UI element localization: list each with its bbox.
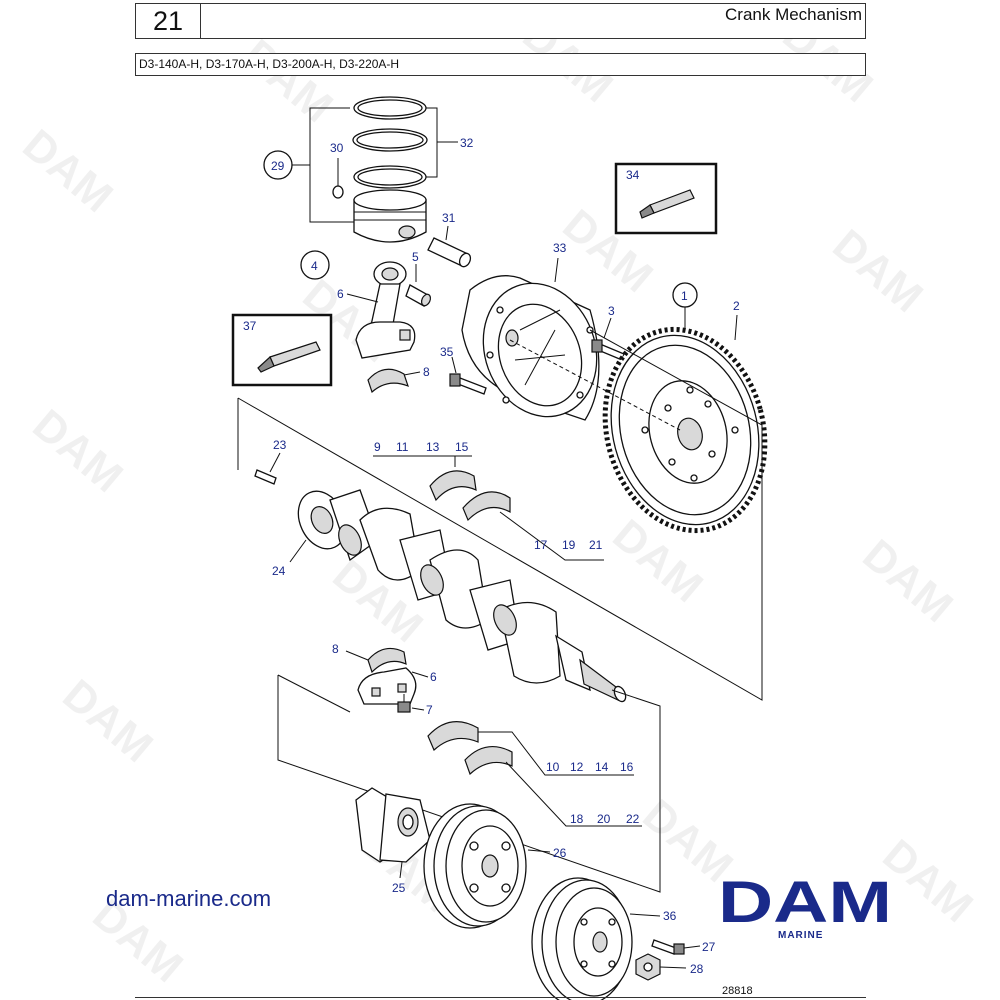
rod-cap-bolt	[397, 694, 411, 713]
callout-32: 32	[460, 136, 474, 150]
small-end-bush	[405, 284, 432, 307]
callout-circle-4	[300, 250, 330, 280]
crankshaft	[297, 489, 627, 703]
callout-8: 8	[423, 365, 430, 379]
dam-logo: DAM	[718, 872, 892, 930]
callout-6b: 6	[430, 670, 437, 684]
callout-21: 21	[589, 538, 603, 552]
callout-23: 23	[273, 438, 287, 452]
circlip	[332, 185, 344, 199]
main-bearing-shell-upper	[429, 470, 477, 502]
callout-34: 34	[626, 168, 640, 182]
callout-16: 16	[620, 760, 634, 774]
callout-22: 22	[626, 812, 640, 826]
vibration-damper	[531, 877, 633, 1000]
callout-3: 3	[608, 304, 615, 318]
crank-frame-outline	[237, 329, 763, 701]
callout-25: 25	[392, 881, 406, 895]
callout-10: 10	[546, 760, 560, 774]
callout-31: 31	[442, 211, 456, 225]
callout-1: 1	[681, 289, 688, 303]
callout-13: 13	[426, 440, 440, 454]
callout-5: 5	[412, 250, 419, 264]
damper-bolt	[651, 939, 685, 955]
flywheel-housing	[461, 275, 600, 421]
header-divider	[200, 4, 201, 38]
callout-6: 6	[337, 287, 344, 301]
callout-27: 27	[702, 940, 716, 954]
section-title: Crank Mechanism	[725, 5, 862, 24]
bracket-32	[426, 107, 438, 178]
callout-8b: 8	[332, 642, 339, 656]
website-link[interactable]: dam-marine.com	[106, 886, 272, 911]
piston	[353, 189, 427, 243]
callout-29: 29	[271, 159, 285, 173]
models-header: D3-140A-H, D3-170A-H, D3-200A-H, D3-220A…	[135, 53, 866, 76]
rod-bearing-shell-lower	[367, 647, 407, 674]
figure-number: 28818	[722, 985, 753, 997]
callout-36: 36	[663, 909, 677, 923]
callout-30: 30	[330, 141, 344, 155]
bracket-29	[309, 107, 355, 223]
rod-cap	[357, 667, 417, 705]
connecting-rod	[355, 261, 416, 359]
callout-33: 33	[553, 241, 567, 255]
callout-18: 18	[570, 812, 584, 826]
section-header: 21 Crank Mechanism	[135, 3, 866, 39]
callout-15: 15	[455, 440, 469, 454]
callout-17: 17	[534, 538, 548, 552]
callout-28: 28	[690, 962, 704, 976]
piston-pin	[427, 237, 472, 268]
callout-7: 7	[426, 703, 433, 717]
engine-models: D3-140A-H, D3-170A-H, D3-200A-H, D3-220A…	[139, 57, 400, 71]
callout-12: 12	[570, 760, 584, 774]
crank-pulley	[423, 803, 527, 929]
callout-9: 9	[374, 440, 381, 454]
callout-24: 24	[272, 564, 286, 578]
bottom-rule	[135, 997, 866, 998]
lower-frame-outline	[277, 675, 661, 893]
callout-35: 35	[440, 345, 454, 359]
rod-bearing-shell	[367, 368, 409, 394]
callout-2: 2	[733, 299, 740, 313]
callout-37: 37	[243, 319, 257, 333]
callout-20: 20	[597, 812, 611, 826]
thrust-bearing-shell-lower	[464, 745, 513, 776]
piston-rings	[352, 96, 428, 189]
callout-11: 11	[396, 440, 409, 454]
callout-labels: 1 2 3 4 5 6 6 7 8 8 9 11 13 15 17 19 21 …	[243, 136, 740, 976]
flywheel	[602, 326, 768, 534]
callout-14: 14	[595, 760, 609, 774]
dowel-pin	[254, 469, 277, 485]
callout-26: 26	[553, 846, 567, 860]
main-bearing-shell-lower	[462, 491, 511, 522]
svg-text:DAM: DAM	[718, 872, 892, 930]
crank-gear	[355, 787, 431, 863]
brand-subtitle: MARINE	[778, 930, 824, 941]
section-number: 21	[152, 6, 184, 36]
callout-4: 4	[311, 259, 318, 273]
callout-19: 19	[562, 538, 576, 552]
housing-bolt	[449, 373, 487, 395]
callout-circle-29	[263, 150, 293, 180]
thrust-bearing-shell-upper	[427, 721, 479, 752]
